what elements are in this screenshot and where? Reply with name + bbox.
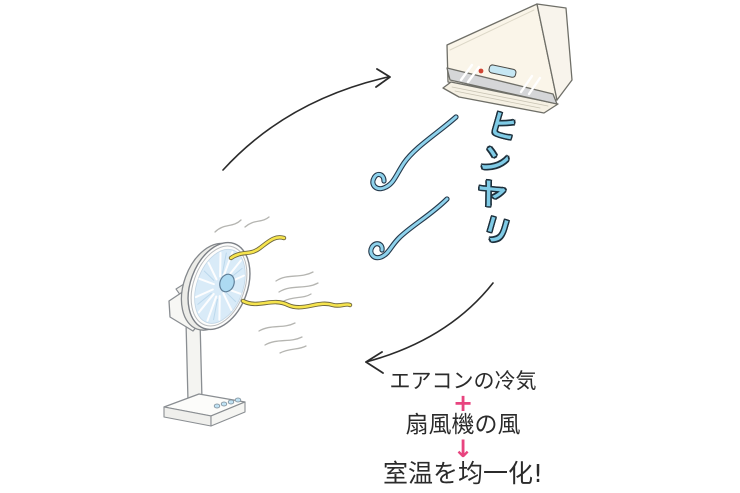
electric-fan-illustration	[163, 241, 251, 427]
fan-base-side-right	[210, 401, 246, 427]
cool-air-label-char: リ	[478, 210, 516, 252]
cool-air-label-char: ヤ	[472, 174, 510, 216]
ac-side-panel	[536, 3, 573, 101]
flow-arrow-down	[365, 282, 494, 374]
ac-display-window	[488, 64, 517, 78]
arrowhead-up	[375, 68, 391, 88]
down-arrow-icon: ↓	[452, 435, 474, 463]
cool-air-swirls	[368, 114, 459, 261]
air-conditioner-illustration	[442, 3, 573, 114]
arrowhead-down	[365, 351, 384, 374]
fan-pole	[185, 319, 203, 402]
caption-block: エアコンの冷気 + 扇風機の風 ↓ 室温を均一化!	[356, 369, 570, 487]
breeze-lines	[214, 216, 319, 354]
caption-line-aircon: エアコンの冷気	[389, 369, 537, 393]
caption-line-result: 室温を均一化!	[382, 459, 544, 488]
fan-base-buttons	[213, 397, 242, 409]
ac-indicator-light	[478, 68, 484, 74]
caption-line-fan: 扇風機の風	[405, 412, 521, 438]
fan-hub	[219, 273, 235, 293]
cool-air-label: ヒ ン ヤ リ	[472, 106, 521, 251]
wind-ribbons	[228, 235, 353, 310]
flow-arrow-up	[222, 68, 391, 171]
plus-sign: +	[452, 389, 474, 417]
